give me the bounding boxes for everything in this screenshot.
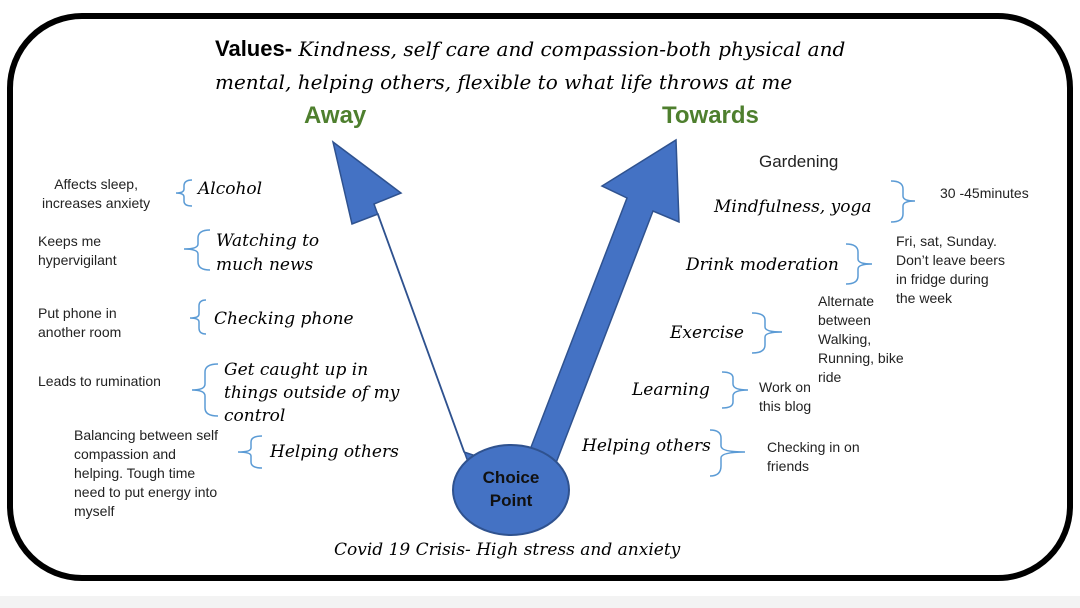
towards-note-mindfulness: 30 -45minutes xyxy=(940,185,1029,201)
bracket-drink xyxy=(845,243,873,285)
bracket-alcohol xyxy=(175,179,193,207)
away-item-helping: Helping others xyxy=(270,442,399,462)
choice-line2: Point xyxy=(489,491,533,510)
bracket-helping-towards xyxy=(709,429,746,477)
bottom-strip xyxy=(0,596,1080,608)
away-note-alcohol-text: Affects sleep, increases anxiety xyxy=(42,176,151,211)
footer-crisis: Covid 19 Crisis- High stress and anxiety xyxy=(334,540,681,560)
away-note-news: Keeps me hypervigilant xyxy=(38,233,117,268)
choice-point-label: Choice Point xyxy=(466,466,556,512)
away-note-alcohol: Affects sleep, increases anxiety xyxy=(42,175,150,213)
bracket-learning xyxy=(721,371,749,409)
towards-item-exercise: Exercise xyxy=(670,323,744,343)
choice-point-circle xyxy=(452,444,570,536)
values-line1: Kindness, self care and compassion-both … xyxy=(292,37,846,61)
choice-line1: Choice xyxy=(482,468,540,487)
bracket-mindfulness xyxy=(890,180,916,223)
values-key: Values- xyxy=(215,36,293,61)
away-item-alcohol: Alcohol xyxy=(198,179,263,199)
bracket-exercise xyxy=(751,312,783,354)
away-item-control: Get caught up in things outside of my co… xyxy=(224,360,400,426)
towards-item-helping: Helping others xyxy=(582,436,711,456)
towards-item-learning: Learning xyxy=(632,380,710,400)
bracket-phone xyxy=(189,299,207,335)
towards-note-learning: Work on this blog xyxy=(759,379,812,414)
towards-item-gardening: Gardening xyxy=(759,152,839,171)
away-arrow xyxy=(331,140,478,464)
towards-item-drink: Drink moderation xyxy=(686,255,839,275)
away-note-phone: Put phone in another room xyxy=(38,305,122,340)
bracket-control xyxy=(191,363,219,417)
frame-border xyxy=(7,13,1073,581)
towards-note-exercise: Alternate between Walking, Running, bike… xyxy=(818,293,904,385)
values-line2: mental, helping others, flexible to what… xyxy=(215,70,793,94)
towards-item-mindfulness: Mindfulness, yoga xyxy=(714,197,872,217)
bracket-news xyxy=(183,229,211,271)
away-item-news: Watching to much news xyxy=(216,231,320,275)
away-note-helping: Balancing between self compassion and he… xyxy=(74,427,218,519)
away-note-control: Leads to rumination xyxy=(38,373,161,389)
towards-note-drink: Fri, sat, Sunday. Don’t leave beers in f… xyxy=(896,233,1005,306)
towards-heading: Towards xyxy=(662,102,759,129)
away-item-phone: Checking phone xyxy=(214,309,354,329)
away-heading: Away xyxy=(304,102,367,129)
bracket-helping-away xyxy=(237,435,263,469)
values-title: Values- Kindness, self care and compassi… xyxy=(215,36,845,62)
towards-note-helping: Checking in on friends xyxy=(767,439,860,474)
